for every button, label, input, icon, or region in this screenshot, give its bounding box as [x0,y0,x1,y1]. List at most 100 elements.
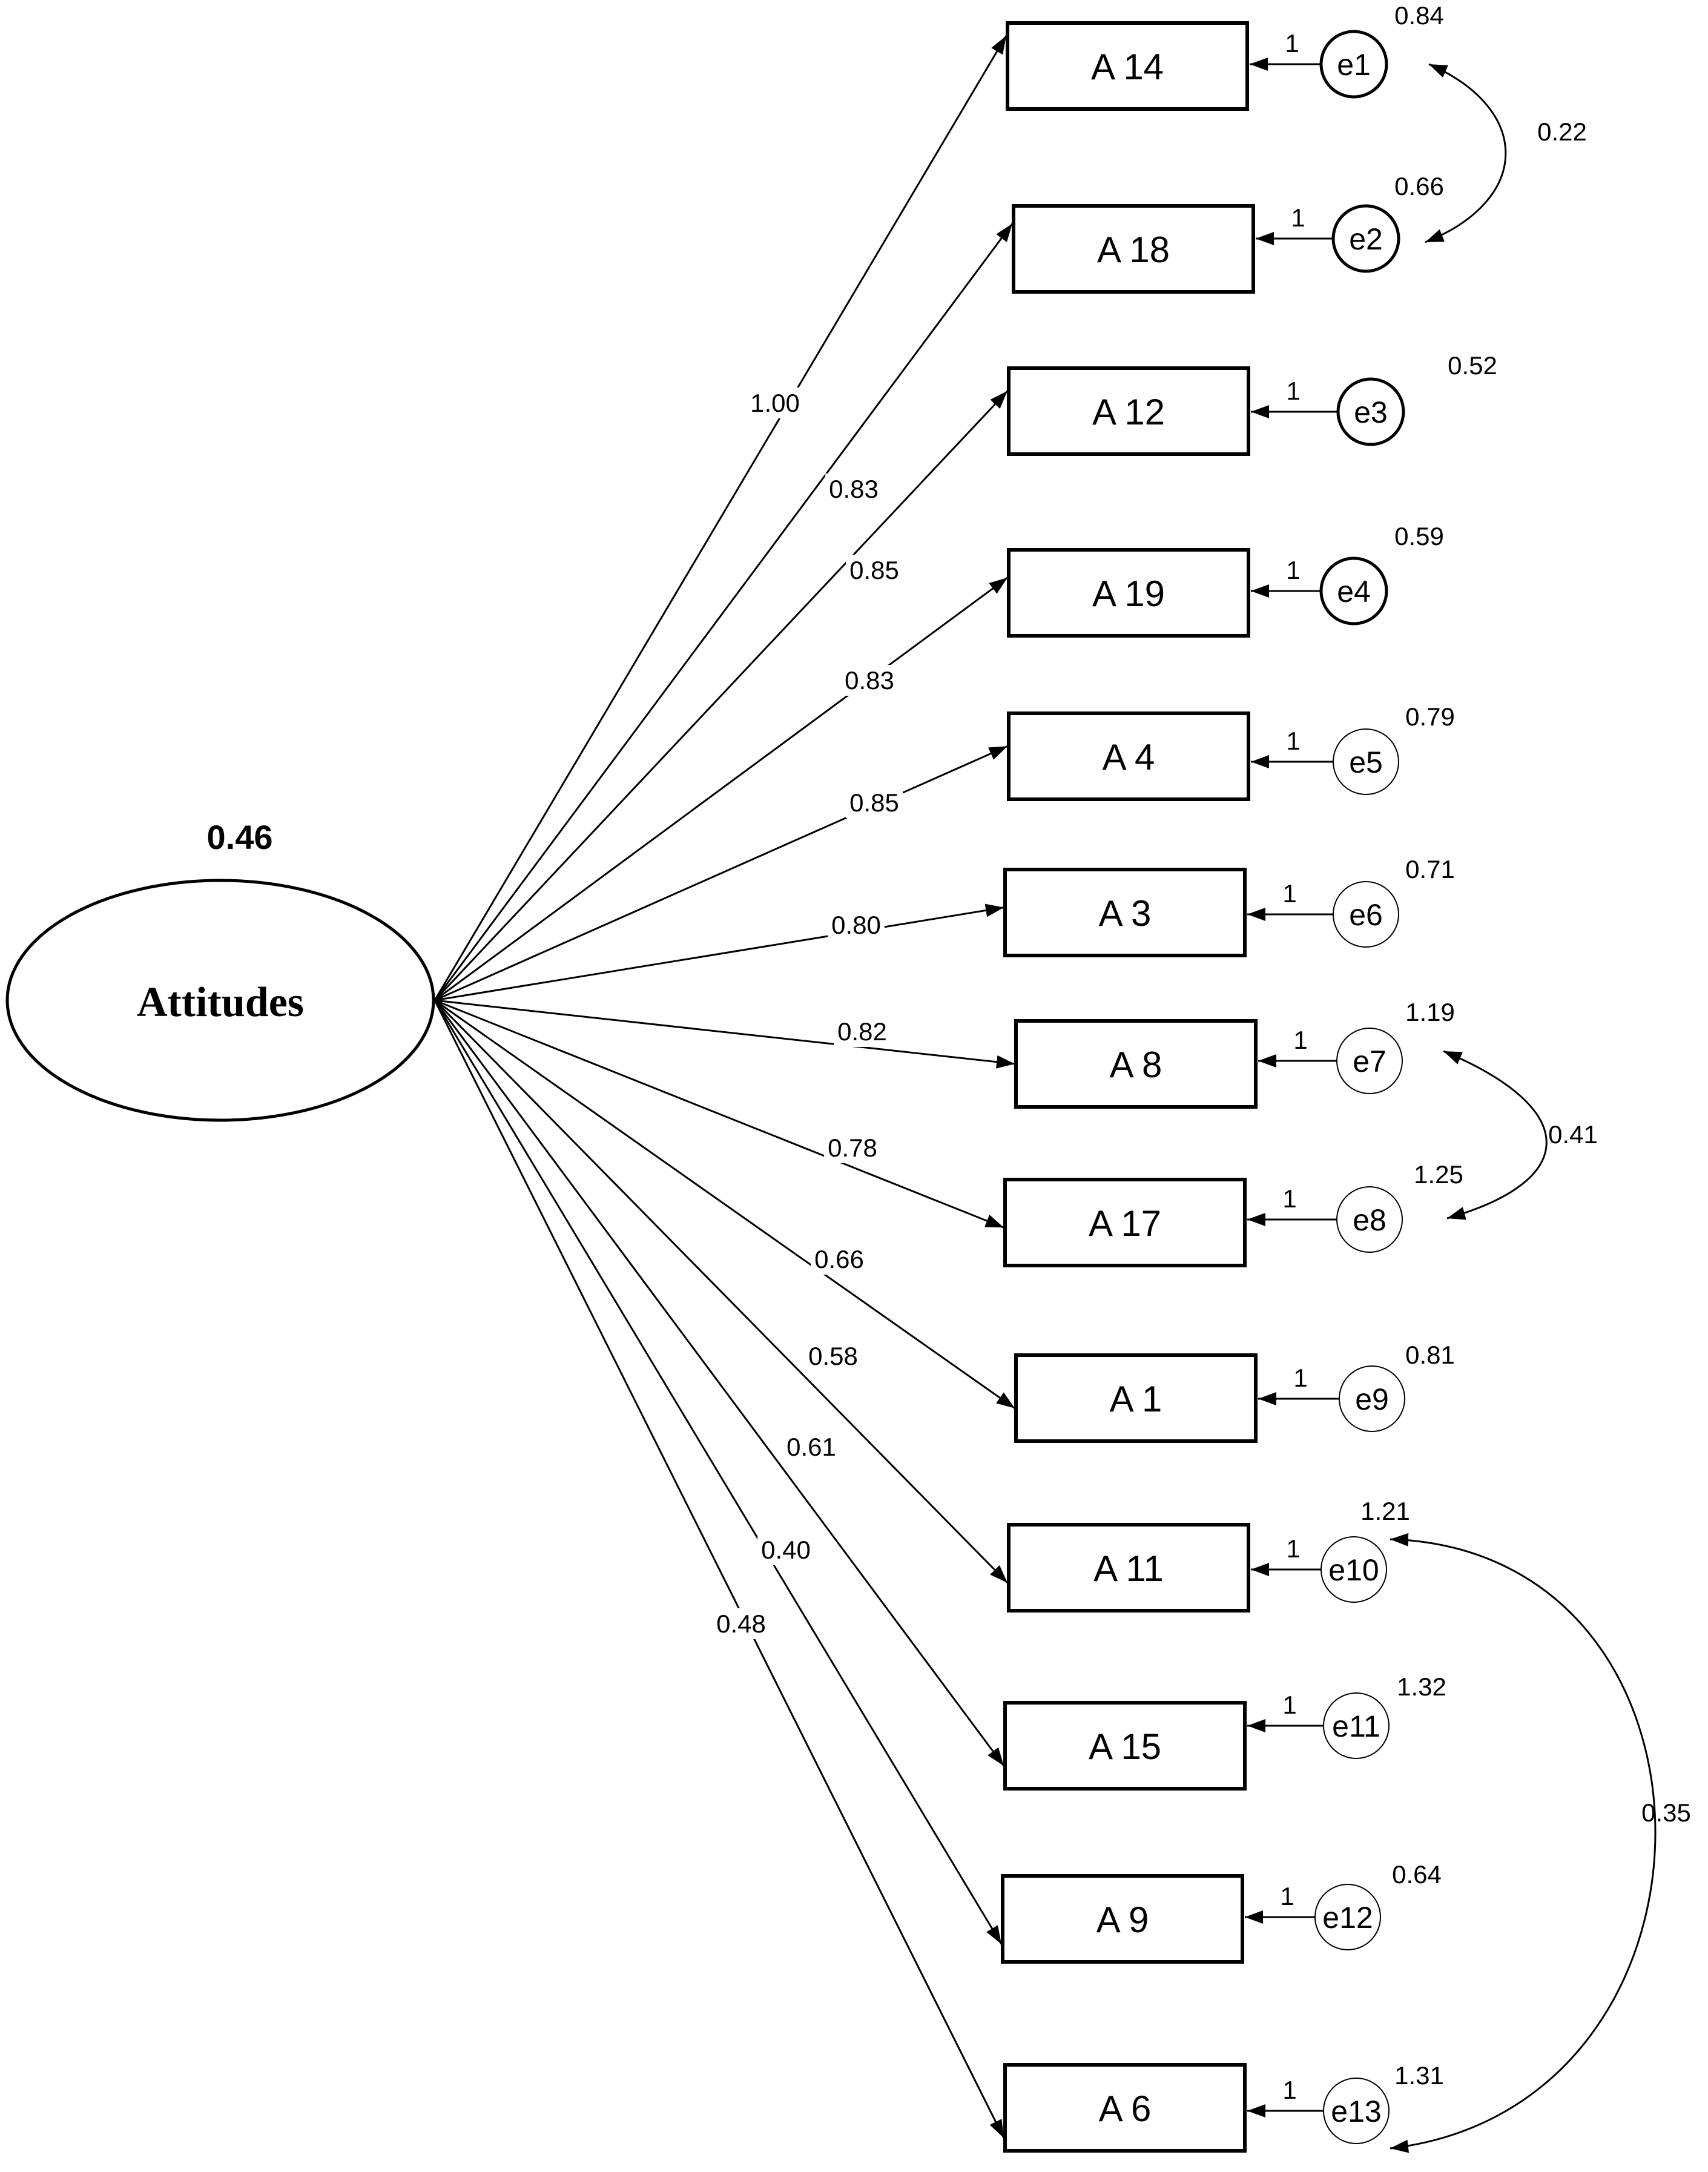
error-label: e12 [1322,1901,1373,1935]
error-circle [1321,1536,1387,1603]
loading-label: 0.58 [808,1342,858,1370]
error-circle [1323,1692,1390,1759]
indicator-box [1007,366,1250,456]
fixed-weight-label: 1 [1282,2076,1296,2104]
error-label: e6 [1349,898,1383,932]
loading-label-bg [824,1132,881,1163]
fixed-weight-label: 1 [1293,1026,1307,1054]
covariance-arc [1390,1533,1657,2153]
indicator-label: A 15 [1089,1726,1161,1767]
loading-label-bg [846,555,903,586]
loading-label-bg [713,1608,770,1639]
loading-path [434,903,1004,1002]
loading-label-bg [846,787,903,818]
fixed-weight-label: 1 [1293,1364,1307,1392]
error-label: e5 [1349,745,1383,779]
loading-label: 0.48 [716,1609,766,1638]
indicator-label: A 18 [1097,229,1170,270]
indicator-label: A 17 [1089,1203,1161,1244]
fixed-weight-label: 1 [1286,1534,1300,1563]
error-variance-label: 0.71 [1405,855,1455,883]
loading-path [434,999,1015,1409]
fixed-weight-label: 1 [1280,1882,1294,1910]
error-circle [1314,1884,1381,1950]
error-variance-label: 1.21 [1360,1497,1410,1525]
loading-path [434,1000,1005,2139]
loading-label: 0.83 [845,666,894,695]
error-variance-label: 0.79 [1405,702,1455,731]
covariance-arc [1425,63,1507,243]
loading-label-bg [828,909,885,940]
error-circle [1336,1028,1403,1094]
error-label: e11 [1332,1709,1380,1743]
error-circle [1331,204,1400,273]
error-variance-label: 0.64 [1392,1860,1442,1889]
indicator-box [1007,548,1250,638]
error-label: e2 [1349,222,1383,256]
fixed-weight-label: 1 [1291,203,1305,232]
error-label: e10 [1328,1553,1379,1587]
indicator-box [1003,1701,1247,1791]
indicator-label: A 1 [1110,1379,1162,1419]
loading-label-bg [757,1534,814,1565]
error-circle [1333,881,1399,948]
loading-path [434,999,1004,1229]
error-variance-label: 0.84 [1394,1,1444,30]
loading-label: 0.61 [786,1433,836,1461]
loading-label: 0.85 [849,556,899,584]
fixed-weight-label: 1 [1282,1691,1296,1719]
loading-path [434,35,1007,1001]
indicator-box [1003,2063,1247,2153]
latent-variable: Attitudes 0.46 [5,818,435,1122]
error-variance-label: 0.59 [1394,522,1444,550]
error-circle [1336,377,1405,446]
fixed-weight-label: 1 [1286,556,1300,584]
loading-label: 1.00 [750,389,800,417]
error-circle [1333,728,1399,795]
error-circle [1323,2078,1390,2144]
error-label: e7 [1353,1045,1387,1078]
loading-path [434,999,1009,1584]
latent-label: Attitudes [137,979,304,1026]
loading-path [434,576,1008,1002]
loading-paths: 1.000.830.850.830.850.800.820.780.660.58… [434,35,1015,2139]
error-label: e9 [1355,1382,1389,1416]
loading-label-bg [834,1016,891,1047]
loading-label: 0.78 [828,1134,877,1162]
error-variance-label: 1.31 [1394,2061,1444,2090]
error-label: e1 [1337,48,1371,82]
indicator-label: A 11 [1093,1548,1164,1589]
error-circle [1336,1186,1403,1253]
loading-label: 0.83 [829,475,879,503]
latent-variance: 0.46 [207,818,273,856]
indicator-label: A 14 [1091,47,1164,87]
error-variance-label: 1.32 [1397,1672,1446,1701]
error-label: e3 [1354,395,1388,429]
loading-path [434,1000,1005,1767]
error-circle [1319,30,1388,99]
loading-label-bg [841,665,898,696]
indicator-box [1007,711,1250,801]
loading-label-bg [825,474,882,504]
fixed-weight-label: 1 [1286,377,1300,405]
loading-path [434,1000,1003,1945]
error-circle [1339,1365,1405,1432]
fixed-weight-label: 1 [1282,1184,1296,1213]
loading-label-bg [805,1341,862,1372]
indicator-label: A 19 [1092,573,1165,614]
covariance-label: 0.22 [1537,117,1587,146]
latent-ellipse [5,879,435,1122]
indicator-label: A 3 [1099,893,1152,934]
covariance-label: 0.35 [1641,1798,1691,1827]
loading-label-bg [811,1244,868,1275]
fixed-weight-label: 1 [1286,727,1300,755]
error-variance-label: 0.66 [1394,172,1444,200]
indicator-box [1001,1874,1244,1964]
error-variance-label: 0.52 [1448,351,1497,380]
loading-label-bg [783,1431,840,1462]
indicator-box [1014,1019,1258,1109]
indicator-box [1003,868,1247,957]
indicator-box [1003,1178,1247,1267]
indicator-label: A 9 [1096,1900,1149,1940]
fixed-weight-label: 1 [1282,879,1296,908]
